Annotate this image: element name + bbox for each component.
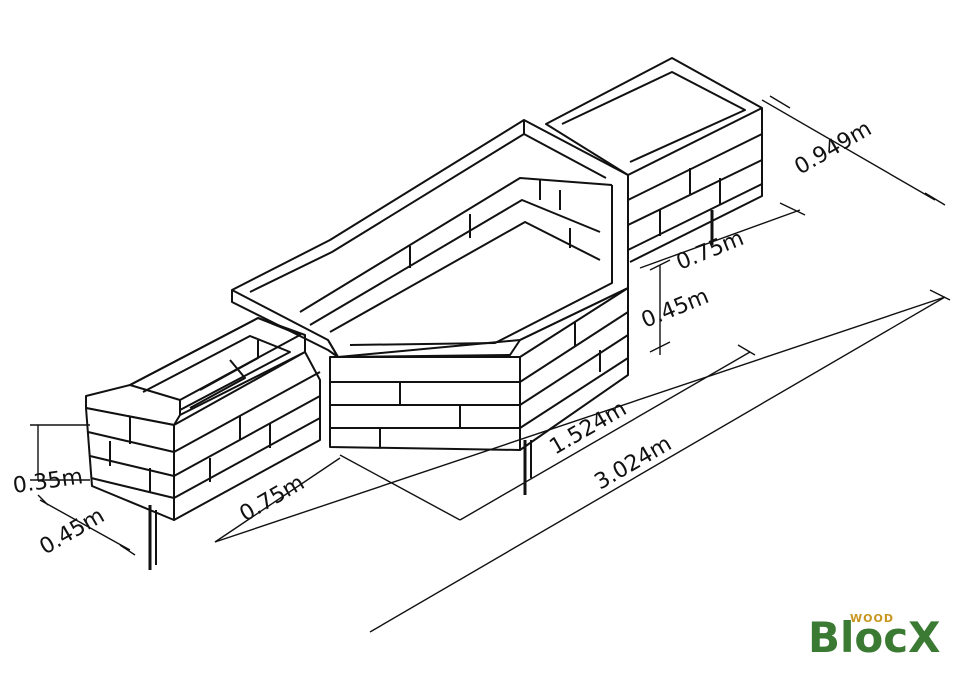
logo-wood-text: WOOD <box>850 612 894 625</box>
dimension-lines <box>30 95 951 633</box>
left-planter <box>85 317 321 570</box>
dim-075-right-label: 0.75m <box>673 226 748 276</box>
dim-3024-label: 3.024m <box>591 431 677 495</box>
dim-045-right-label: 0.45m <box>638 284 713 334</box>
right-planter <box>545 57 763 263</box>
logo-main-text: BlocX <box>808 613 941 662</box>
dim-035-label: 0.35m <box>11 464 84 499</box>
center-planter <box>231 119 629 495</box>
dim-0949-label: 0.949m <box>791 116 877 180</box>
woodblocx-logo: WOOD BlocX <box>808 612 941 662</box>
